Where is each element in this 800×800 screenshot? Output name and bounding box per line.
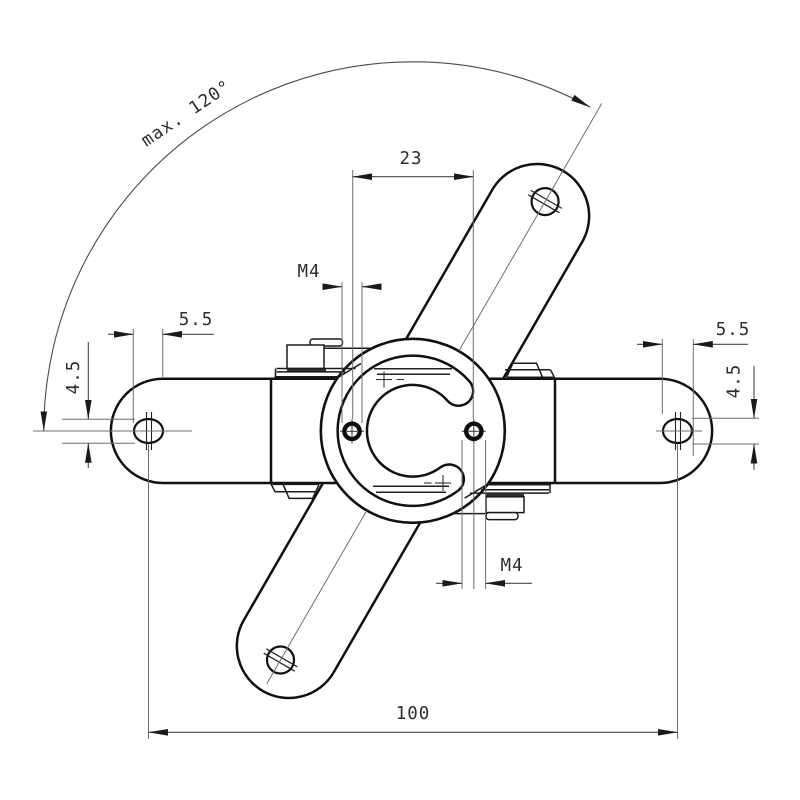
dimension-lines	[40, 61, 758, 736]
ear-plate-bottom-left	[269, 482, 320, 500]
label-thread-bottom: M4	[500, 556, 523, 576]
ear-plate-top-right	[505, 362, 556, 379]
label-max-angle: max. 120°	[138, 77, 235, 152]
label-thread-top: M4	[297, 262, 320, 282]
label-slot-width-left: 5.5	[179, 310, 214, 330]
screw-head-top	[286, 344, 325, 370]
label-slot-width-right: 5.5	[716, 320, 751, 340]
label-overall-length: 100	[396, 704, 431, 724]
screw-collar-bottom	[486, 493, 524, 497]
clamp-nut-bottom	[485, 511, 519, 521]
screw-head-bottom	[485, 496, 525, 514]
nut-profile-bottom-left	[282, 484, 320, 500]
centerline-diagonal-lower	[266, 510, 368, 684]
label-hole-spacing: 23	[399, 149, 422, 169]
dim-angle-arc	[40, 61, 591, 432]
label-slot-height-left: 4.5	[64, 360, 84, 395]
label-slot-height-right: 4.5	[725, 364, 745, 399]
